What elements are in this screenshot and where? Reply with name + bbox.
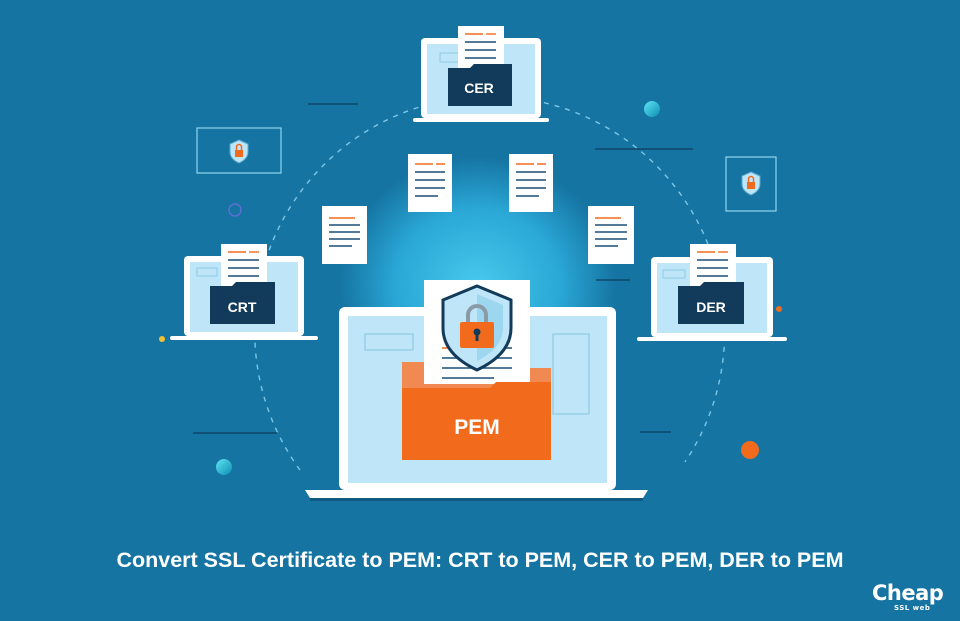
floating-doc-4 [588, 206, 634, 264]
shield-lock-icon [441, 284, 513, 372]
orange-dot-small [776, 306, 782, 312]
floating-doc-1 [322, 206, 367, 264]
brand-name: Cheap [872, 581, 944, 605]
floating-doc-2 [408, 154, 452, 212]
folder-label-pem: PEM [454, 416, 500, 439]
shield-lock-icon [229, 139, 249, 164]
laptop-der: DER [637, 244, 787, 341]
folder-label-crt: CRT [228, 299, 257, 315]
laptop-crt: CRT [170, 244, 318, 340]
shield-card-left [196, 127, 282, 174]
decor-lines [193, 103, 693, 434]
folder-label-der: DER [696, 299, 726, 315]
laptop-pem: PEM [305, 280, 648, 501]
shield-card-right [725, 156, 777, 212]
floating-doc-3 [509, 154, 553, 212]
folder-label-cer: CER [464, 80, 494, 96]
laptop-cer: CER [413, 26, 549, 122]
orange-dot-large [741, 441, 759, 459]
shield-lock-icon [741, 171, 761, 196]
brand-logo: Cheap SSL web [868, 581, 948, 615]
brand-subtitle: SSL web [894, 604, 931, 612]
banner-title: Convert SSL Certificate to PEM: CRT to P… [116, 548, 844, 572]
folder-icon: CRT [210, 282, 275, 324]
folder-icon: PEM [402, 382, 551, 460]
yellow-dot [159, 336, 165, 342]
folder-icon: CER [448, 64, 512, 106]
teal-ball-bottom [216, 459, 232, 475]
ring-dot [228, 203, 242, 217]
folder-icon: DER [678, 282, 744, 324]
teal-ball-top [644, 101, 660, 117]
